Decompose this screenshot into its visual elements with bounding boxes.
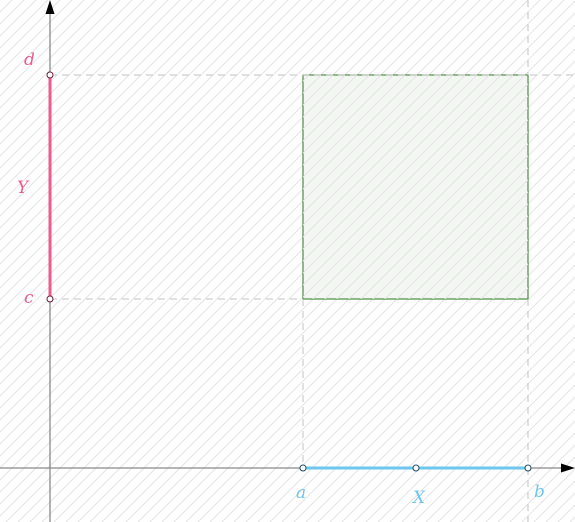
label-d: d (24, 50, 35, 70)
point-d (46, 71, 54, 79)
points (46, 71, 532, 472)
point-c (46, 295, 54, 303)
label-x: X (411, 488, 426, 508)
label-c: c (24, 288, 34, 308)
product-rectangle-hatch (303, 75, 528, 299)
point-b (524, 464, 532, 472)
label-b: b (534, 482, 545, 502)
x-axis-arrow (561, 463, 575, 473)
y-axis-arrow (45, 0, 55, 14)
point-x-mid (412, 464, 420, 472)
label-y: Y (17, 178, 30, 198)
guide-lines (50, 0, 575, 522)
point-a (299, 464, 307, 472)
label-a: a (296, 483, 306, 503)
